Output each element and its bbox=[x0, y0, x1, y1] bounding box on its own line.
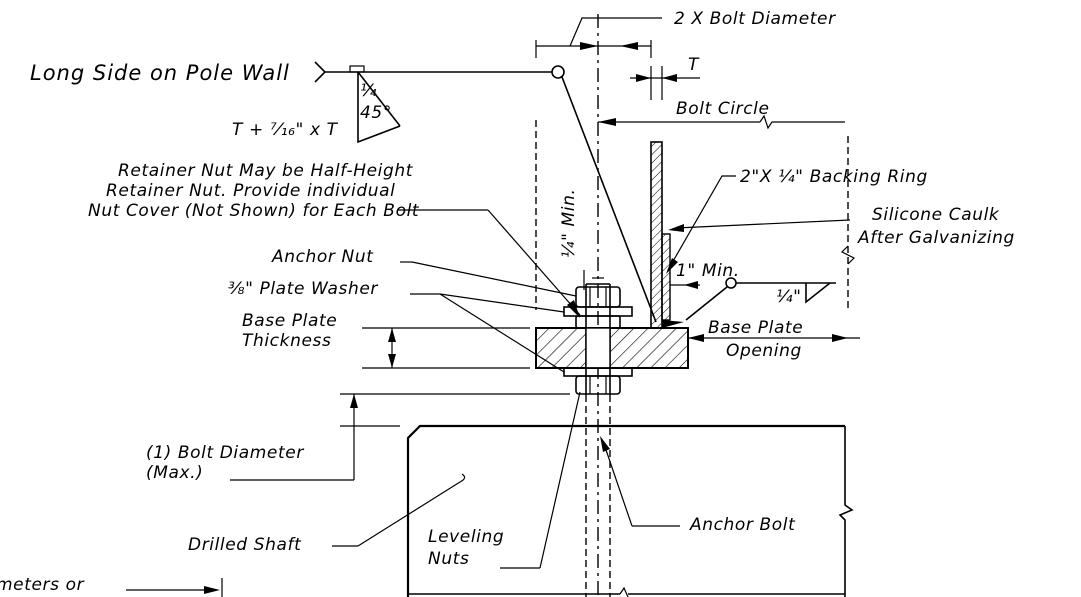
weld-size: ¼ bbox=[360, 81, 377, 101]
pole-wall bbox=[650, 141, 663, 329]
silicone-arrow bbox=[668, 224, 684, 232]
weld-flag-box bbox=[349, 65, 365, 73]
retainer-arrow bbox=[567, 300, 580, 318]
base-plate bbox=[535, 327, 689, 369]
backing-ring-leader bbox=[667, 175, 736, 271]
label-long-side-pole-wall: Long Side on Pole Wall bbox=[30, 61, 290, 85]
weld-all-around-circle bbox=[551, 65, 565, 79]
bolt-circle-arrow bbox=[598, 118, 616, 126]
label-t-plus: T + ⁷⁄₁₆" x T bbox=[232, 120, 339, 140]
arrow-left bbox=[620, 42, 638, 50]
t-arrow bbox=[662, 74, 677, 82]
bp-opening-arrow-r bbox=[832, 334, 848, 342]
silicone-leader bbox=[675, 219, 851, 229]
label-cut-off: meters or bbox=[0, 575, 85, 595]
drilled-shaft-outline bbox=[406, 424, 845, 597]
label-bp-opening-1: Base Plate bbox=[708, 318, 803, 338]
label-bp-thickness-2: Thickness bbox=[242, 331, 331, 351]
leader-2x-bolt bbox=[569, 17, 662, 47]
right-break-mark bbox=[840, 245, 856, 265]
retainer-note-line1: Retainer Nut May be Half-Height bbox=[118, 161, 414, 181]
arrow-right bbox=[580, 42, 598, 50]
base-weld-symbol bbox=[805, 282, 831, 304]
leveling-leader bbox=[539, 391, 581, 569]
label-2x-bolt-diameter: 2 X Bolt Diameter bbox=[674, 9, 836, 29]
leveling-nut bbox=[575, 375, 621, 395]
label-silicone-1: Silicone Caulk bbox=[872, 205, 1000, 225]
retainer-note-line3: Nut Cover (Not Shown) for Each Bolt bbox=[88, 201, 420, 221]
weld-angle: 45° bbox=[360, 103, 392, 123]
label-one-inch-min: 1" Min. bbox=[676, 261, 740, 281]
label-anchor-nut: Anchor Nut bbox=[271, 247, 374, 267]
weld-arrow-leader bbox=[561, 76, 657, 323]
bp-arrow-bottom bbox=[388, 354, 396, 368]
cut-off-arrow bbox=[204, 586, 220, 594]
anchor-nut-leader bbox=[411, 261, 577, 297]
weld-symbol-vertical bbox=[357, 72, 401, 144]
anchor-bolt-leader bbox=[603, 443, 633, 527]
weld-symbol-triangle bbox=[357, 71, 401, 127]
bp-opening-arrow-l bbox=[688, 334, 704, 342]
label-anchor-bolt: Anchor Bolt bbox=[689, 515, 796, 535]
bolt-dia-arrow bbox=[350, 394, 358, 408]
label-t: T bbox=[688, 55, 700, 75]
label-bolt-dia-1: (1) Bolt Diameter bbox=[146, 443, 304, 463]
label-bolt-dia-2: (Max.) bbox=[146, 463, 203, 483]
anchor-bolt-arrow bbox=[600, 436, 610, 452]
label-bp-thickness-1: Base Plate bbox=[242, 311, 337, 331]
label-backing-ring: 2"X ¼" Backing Ring bbox=[740, 167, 928, 187]
base-weld-leader bbox=[685, 286, 728, 321]
base-plate-bolt-hole bbox=[585, 327, 611, 369]
label-leveling-2: Nuts bbox=[428, 549, 469, 569]
plate-washer-leader-top bbox=[439, 293, 565, 313]
label-bp-opening-2: Opening bbox=[726, 341, 802, 361]
retainer-leader bbox=[487, 209, 581, 316]
shaft-break-line bbox=[838, 426, 854, 597]
bp-arrow-top bbox=[388, 328, 396, 342]
label-quarter-weld: ¼" bbox=[776, 287, 802, 307]
plate-washer-leader-bottom bbox=[439, 293, 565, 373]
weld-tail bbox=[314, 61, 327, 83]
backing-ring bbox=[661, 233, 671, 321]
label-silicone-2: After Galvanizing bbox=[857, 228, 1015, 248]
label-drilled-shaft: Drilled Shaft bbox=[188, 535, 302, 555]
backing-ring-arrow bbox=[666, 258, 678, 274]
label-bolt-circle: Bolt Circle bbox=[676, 99, 770, 119]
one-inch-arrow bbox=[684, 281, 698, 289]
retainer-note-line2: Retainer Nut. Provide individual bbox=[106, 181, 395, 201]
t-arrow bbox=[636, 74, 651, 82]
drilled-shaft-leader bbox=[357, 473, 466, 547]
fillet-weld bbox=[662, 320, 684, 328]
shaft-bottom-break-mark bbox=[619, 586, 629, 597]
label-quarter-min: ¼" Min. bbox=[559, 189, 579, 258]
label-leveling-1: Leveling bbox=[428, 527, 504, 547]
label-plate-washer: ⅜" Plate Washer bbox=[228, 279, 378, 299]
bolt-circle-break bbox=[759, 114, 845, 130]
